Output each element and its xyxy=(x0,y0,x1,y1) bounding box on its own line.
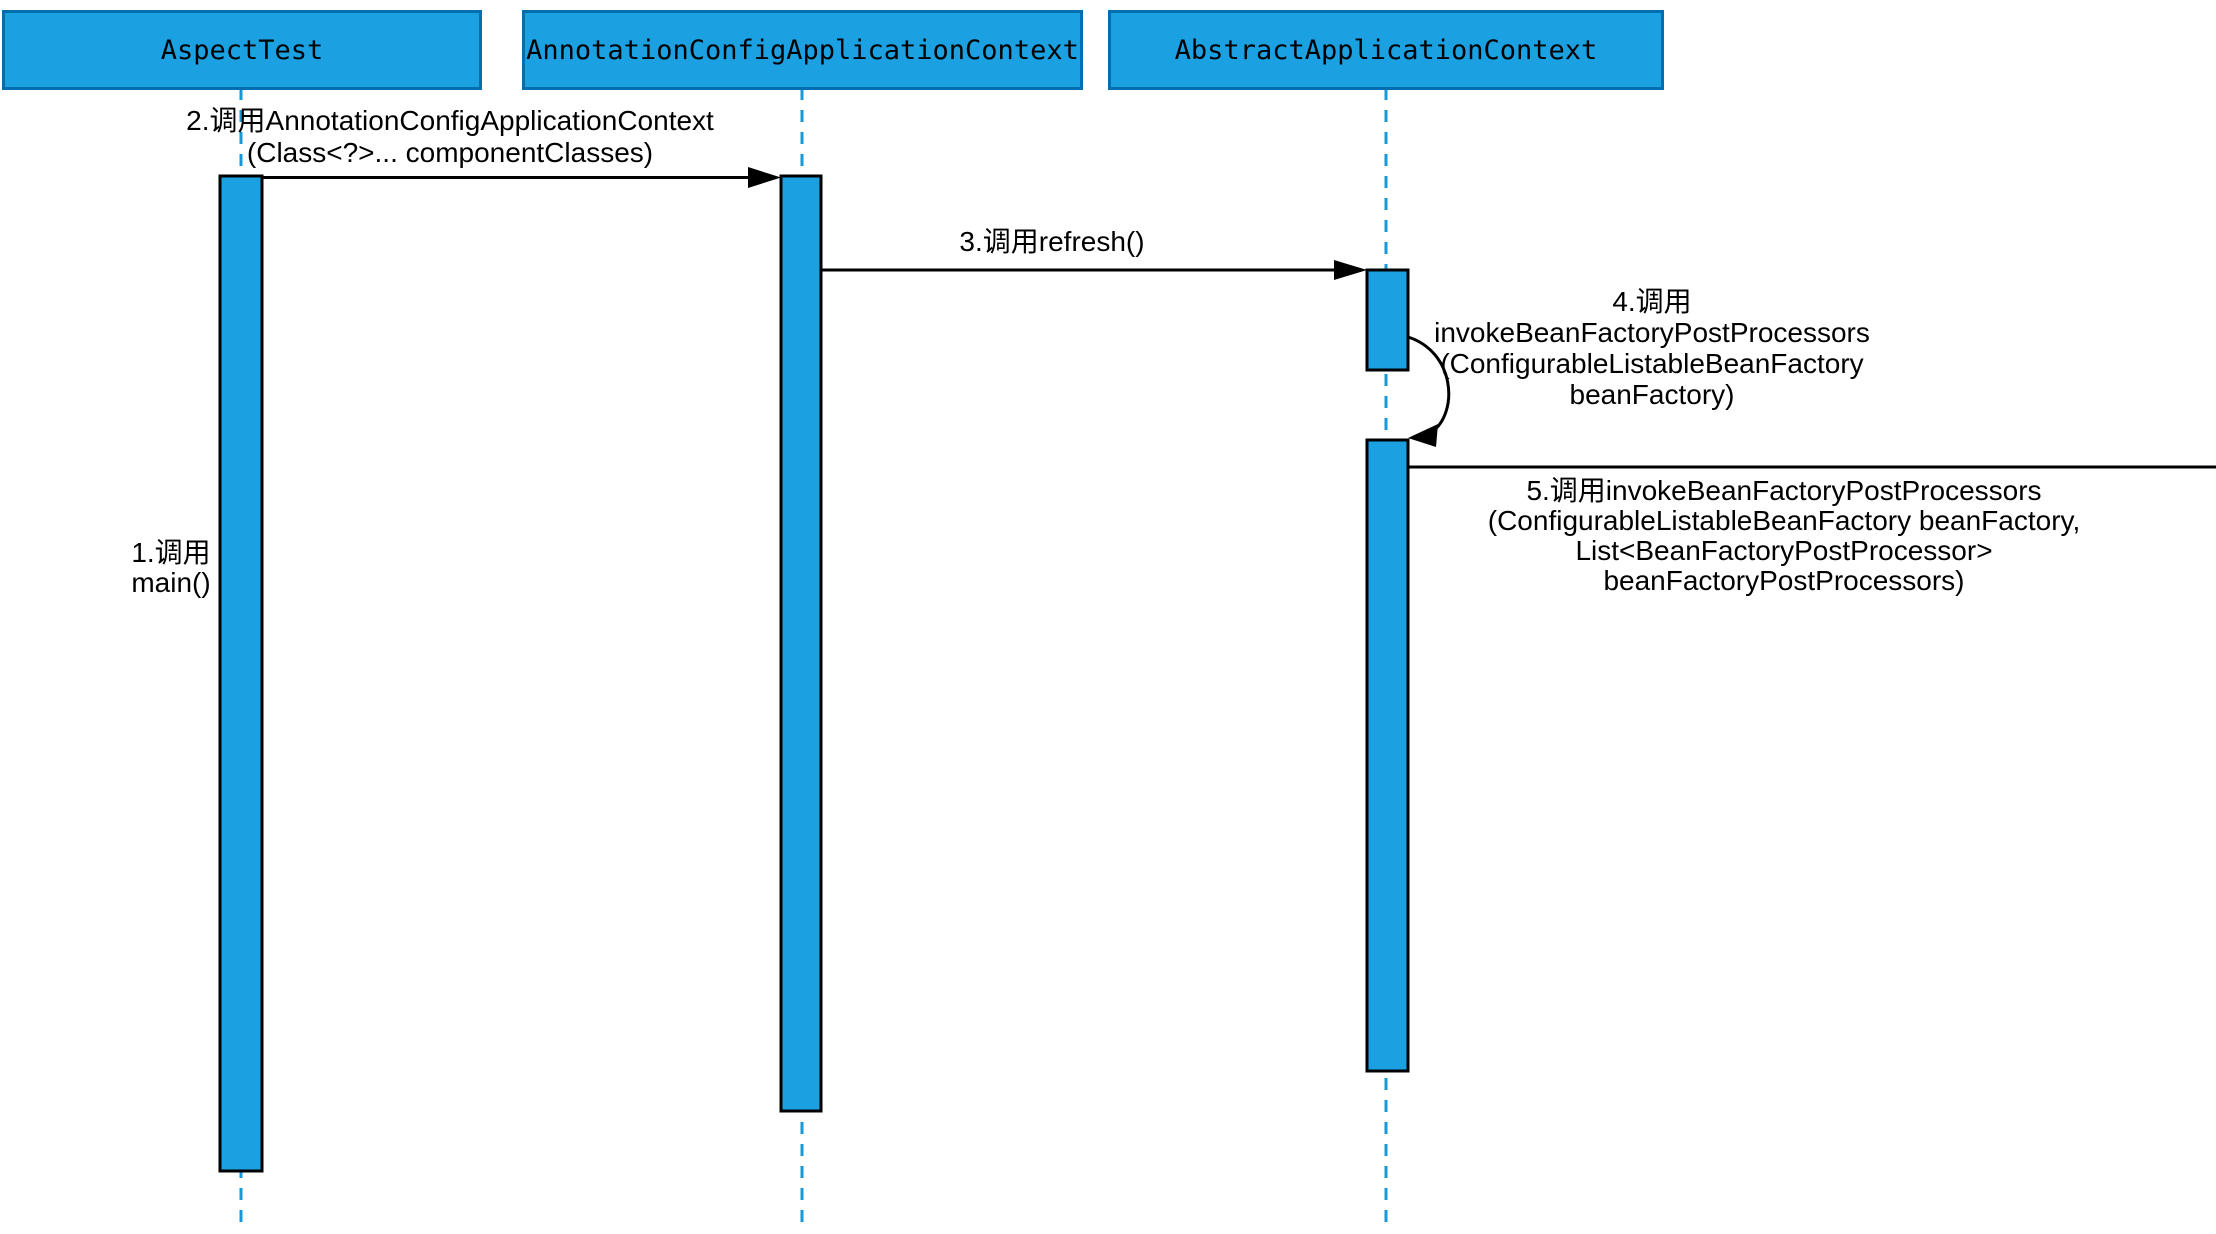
message-label-line: invokeBeanFactoryPostProcessors xyxy=(1434,317,1870,348)
actor-box-aspecttest: AspectTest xyxy=(2,10,482,90)
activation-bar-abstractapplicationcontext-refresh xyxy=(1365,268,1410,372)
message-label-line: 3.调用refresh() xyxy=(959,226,1145,257)
message-label-line: (ConfigurableListableBeanFactory beanFac… xyxy=(1487,505,2081,536)
message-label-line: 1.调用 xyxy=(131,537,211,568)
message-label-line: beanFactoryPostProcessors) xyxy=(1603,565,1965,596)
message-4-arrowhead-icon xyxy=(1408,424,1438,447)
actor-label: AspectTest xyxy=(160,34,324,66)
message-label-line: (Class<?>... componentClasses) xyxy=(246,137,654,168)
message-label-line: (ConfigurableListableBeanFactory xyxy=(1440,348,1864,379)
message-label-line: main() xyxy=(131,567,211,598)
message-5-label: 5.调用invokeBeanFactoryPostProcessors (Con… xyxy=(1433,476,2135,596)
message-label-line: 2.调用AnnotationConfigApplicationContext xyxy=(186,105,714,136)
actor-box-abstractapplicationcontext: AbstractApplicationContext xyxy=(1108,10,1664,90)
message-2-arrowhead-icon xyxy=(748,167,781,188)
message-label-line: 5.调用invokeBeanFactoryPostProcessors xyxy=(1526,475,2042,506)
actor-label: AnnotationConfigApplicationContext xyxy=(526,34,1079,66)
activation-bar-aspecttest xyxy=(218,174,264,1173)
actor-box-annotationconfigapplicationcontext: AnnotationConfigApplicationContext xyxy=(522,10,1083,90)
message-2-label: 2.调用AnnotationConfigApplicationContext (… xyxy=(160,105,740,169)
message-4-label: 4.调用 invokeBeanFactoryPostProcessors (Co… xyxy=(1402,286,1902,410)
message-label-line: beanFactory) xyxy=(1569,379,1735,410)
message-3-arrowhead-icon xyxy=(1334,260,1367,280)
message-label-line: 4.调用 xyxy=(1612,286,1692,317)
message-label-line: List<BeanFactoryPostProcessor> xyxy=(1575,535,1993,566)
activation-bar-annotationconfigapplicationcontext xyxy=(779,174,823,1113)
message-3-label: 3.调用refresh() xyxy=(900,227,1204,257)
actor-label: AbstractApplicationContext xyxy=(1174,34,1598,66)
message-1-label: 1.调用 main() xyxy=(91,538,251,598)
message-4-self-call-arc xyxy=(1407,335,1451,434)
activation-bar-abstractapplicationcontext-invoke xyxy=(1365,438,1410,1073)
